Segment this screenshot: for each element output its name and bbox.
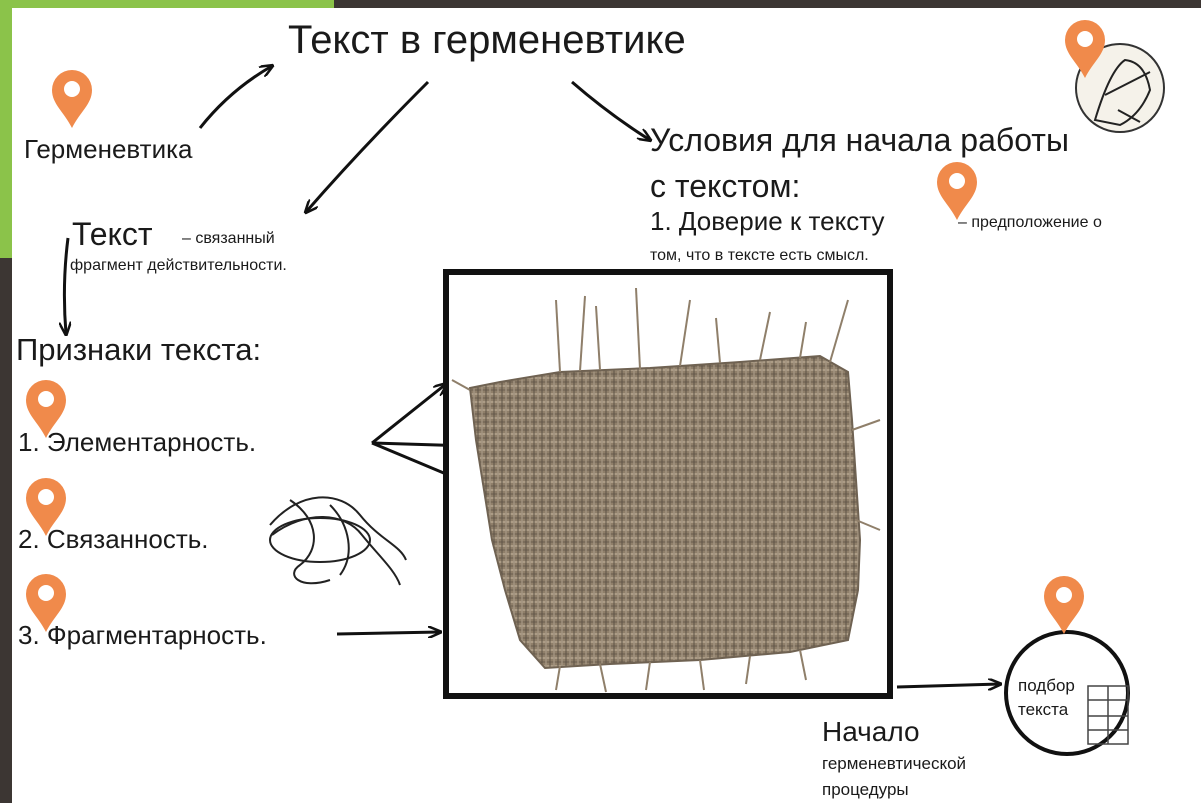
arrow-to-selection xyxy=(897,684,1000,687)
sign-item-2: 2. Связанность. xyxy=(18,524,209,555)
arrow-title-to-text xyxy=(306,82,428,212)
selection-line2: текста xyxy=(1018,700,1068,720)
start-line3: процедуры xyxy=(822,780,909,800)
hermeneutics-label: Герменевтика xyxy=(24,134,193,165)
text-term: Текст xyxy=(72,216,153,253)
conditions-heading-line2: с текстом: xyxy=(650,168,800,205)
signs-heading: Признаки текста: xyxy=(16,332,261,368)
arrow-fragment xyxy=(337,632,440,634)
text-definition-line2: фрагмент действительности. xyxy=(70,257,287,275)
condition-item1-rest: – предположение о xyxy=(958,214,1102,232)
page-title: Текст в герменевтике xyxy=(288,18,686,63)
start-line2: герменевтической xyxy=(822,754,966,774)
map-pin-icon xyxy=(1042,574,1086,636)
selection-line1: подбор xyxy=(1018,676,1075,696)
arrow-title-to-conditions xyxy=(572,82,650,140)
arrow-elem-1 xyxy=(372,384,446,443)
start-line1: Начало xyxy=(822,716,920,748)
map-pin-icon xyxy=(1063,18,1107,80)
sign-item-1: 1. Элементарность. xyxy=(18,427,256,458)
sign-item-3: 3. Фрагментарность. xyxy=(18,620,267,651)
arrow-hermeneutics-to-title xyxy=(200,66,272,128)
arrow-text-to-signs xyxy=(64,238,68,334)
map-pin-icon xyxy=(935,160,979,222)
condition-item1-term: 1. Доверие к тексту xyxy=(650,206,884,237)
condition-item1-line2: том, что в тексте есть смысл. xyxy=(650,247,869,265)
knot-icon xyxy=(270,497,406,585)
map-pin-icon xyxy=(50,68,94,130)
burlap-cloth-image xyxy=(470,356,860,668)
conditions-heading-line1: Условия для начала работы xyxy=(650,122,1069,159)
text-definition-line1: – связанный xyxy=(182,230,275,248)
